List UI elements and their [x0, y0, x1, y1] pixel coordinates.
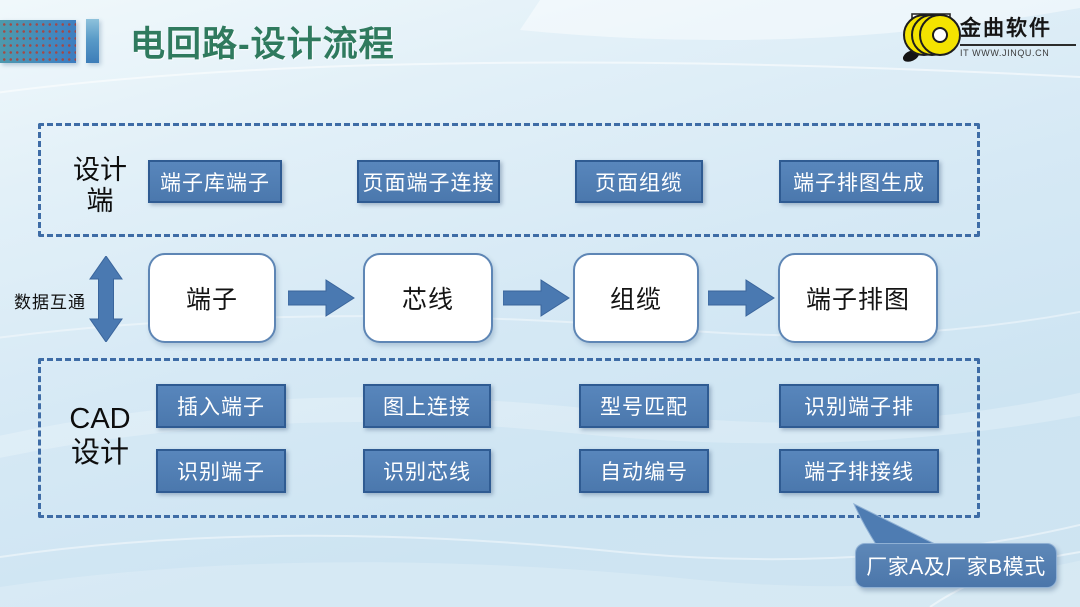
flow-arrow-2-icon [503, 279, 570, 317]
design-section-box [38, 123, 980, 237]
cad-step-model-match: 型号匹配 [579, 384, 709, 428]
flow-arrow-1-icon [288, 279, 355, 317]
flow-node-core-wire: 芯线 [363, 253, 493, 343]
flow-arrow-3-icon [708, 279, 775, 317]
header-dotted-decoration [0, 20, 76, 63]
design-section-label: 设计 端 [56, 155, 144, 218]
cad-step-recognize-terminal: 识别端子 [156, 449, 286, 493]
logo-discs-icon [902, 13, 961, 62]
cad-section-label: CAD 设计 [54, 402, 146, 470]
vendor-mode-callout: 厂家A及厂家B模式 [855, 543, 1057, 588]
cad-step-recognize-core-wire: 识别芯线 [363, 449, 491, 493]
cad-step-insert-terminal: 插入端子 [156, 384, 286, 428]
company-logo: 金曲软件 IT WWW.JINQU.CN [896, 6, 1080, 64]
cad-step-drawing-connect: 图上连接 [363, 384, 491, 428]
design-label-line2: 端 [86, 186, 114, 217]
data-sync-double-arrow-icon [89, 256, 123, 342]
cad-label-line2: 设计 [70, 437, 129, 470]
cad-step-recognize-terminal-strip: 识别端子排 [779, 384, 939, 428]
flow-node-terminal-strip-diagram: 端子排图 [778, 253, 938, 343]
flow-node-terminal: 端子 [148, 253, 276, 343]
flow-node-cable-group: 组缆 [573, 253, 699, 343]
design-step-terminal-strip-generate: 端子排图生成 [779, 160, 939, 203]
cad-step-auto-number: 自动编号 [579, 449, 709, 493]
cad-step-terminal-strip-wiring: 端子排接线 [779, 449, 939, 493]
cad-section-box [38, 358, 980, 518]
header-bar-decoration [86, 19, 99, 63]
design-label-line1: 设计 [73, 155, 127, 185]
logo-tagline: IT WWW.JINQU.CN [960, 48, 1050, 58]
data-link-label: 数据互通 [14, 293, 86, 312]
logo-divider [960, 44, 1076, 46]
design-step-page-cabling: 页面组缆 [575, 160, 703, 203]
design-step-page-terminal-connect: 页面端子连接 [357, 160, 500, 203]
logo-text-block: 金曲软件 IT WWW.JINQU.CN [960, 12, 1076, 58]
page-title: 电回路-设计流程 [130, 25, 395, 64]
logo-company-name: 金曲软件 [960, 17, 1052, 40]
design-step-terminal-library: 端子库端子 [148, 160, 282, 203]
cad-label-line1: CAD [69, 403, 131, 435]
